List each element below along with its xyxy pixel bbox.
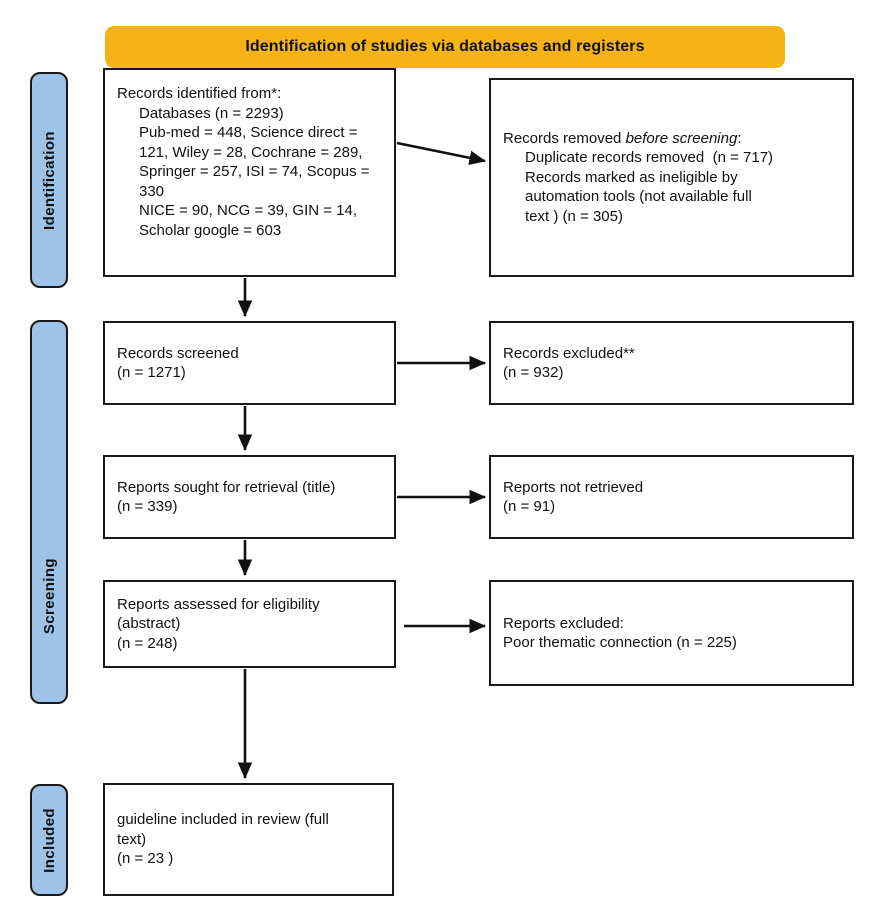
- box-line: (n = 248): [117, 634, 178, 652]
- box-line: Records excluded**: [503, 344, 635, 362]
- box-guideline-included-in-review: guideline included in review (full text)…: [103, 783, 394, 896]
- box-line: Reports assessed for eligibility: [117, 595, 320, 613]
- arrow-identified-to-removed: [396, 141, 487, 166]
- box-line: (n = 1271): [117, 364, 186, 381]
- box-reports-not-retrieved: Reports not retrieved (n = 91): [489, 455, 854, 539]
- box-line: Springer = 257, ISI = 74, Scopus =: [139, 163, 370, 180]
- stage-label-identification: Identification: [40, 130, 58, 230]
- stage-bar-screening: Screening: [30, 320, 68, 704]
- box-line: text): [117, 830, 147, 848]
- box-line: Reports excluded:: [503, 614, 624, 632]
- diagram-title-banner: Identification of studies via databases …: [105, 26, 785, 68]
- box-line: Poor thematic connection (n = 225): [503, 634, 737, 651]
- box-records-excluded: Records excluded** (n = 932): [489, 321, 854, 405]
- box-line: Pub-med = 448, Science direct =: [139, 124, 358, 141]
- box-records-screened: Records screened (n = 1271): [103, 321, 396, 405]
- box-line: (abstract): [117, 615, 181, 633]
- box-line: (n = 23 ): [117, 850, 174, 868]
- box-line: (n = 91): [503, 498, 556, 515]
- box-line: text ) (n = 305): [525, 207, 623, 225]
- box-line: automation tools (not available full: [525, 188, 752, 206]
- box-line: 330: [139, 182, 165, 200]
- box-line: Reports not retrieved: [503, 478, 644, 496]
- box-line: Records marked as ineligible by: [525, 168, 738, 186]
- box-line: (n = 932): [503, 364, 564, 381]
- box-line: Reports sought for retrieval (title): [117, 478, 336, 496]
- box-reports-excluded: Reports excluded: Poor thematic connecti…: [489, 580, 854, 686]
- box-reports-assessed-for-eligibility: Reports assessed for eligibility (abstra…: [103, 580, 396, 668]
- box-line: NICE = 90, NCG = 39, GIN = 14,: [139, 202, 358, 219]
- box-records-removed: Records removed before screening: Duplic…: [489, 78, 854, 277]
- box-line-italic-phrase: Records removed before screening:: [503, 129, 842, 149]
- box-line: (n = 339): [117, 498, 178, 515]
- box-reports-sought-for-retrieval: Reports sought for retrieval (title) (n …: [103, 455, 396, 539]
- box-line: Duplicate records removed (n = 717): [525, 149, 774, 167]
- before-screening-emphasis: before screening: [625, 129, 738, 147]
- box-line: guideline included in review (full: [117, 811, 329, 829]
- stage-label-included: Included: [40, 807, 58, 873]
- box-records-identified: Records identified from*: Databases (n =…: [103, 68, 396, 277]
- records-removed-suffix: :: [737, 129, 742, 147]
- diagram-title: Identification of studies via databases …: [245, 38, 645, 55]
- records-removed-prefix: Records removed: [503, 129, 626, 147]
- box-line: Scholar google = 603: [139, 221, 282, 239]
- stage-bar-included: Included: [30, 784, 68, 896]
- stage-bar-identification: Identification: [30, 72, 68, 288]
- box-line: Records screened: [117, 344, 239, 362]
- box-line: 121, Wiley = 28, Cochrane = 289,: [139, 143, 363, 161]
- box-line: Databases (n = 2293): [139, 104, 284, 122]
- stage-label-screening: Screening: [40, 557, 58, 635]
- box-line: Records identified from*:: [117, 85, 282, 102]
